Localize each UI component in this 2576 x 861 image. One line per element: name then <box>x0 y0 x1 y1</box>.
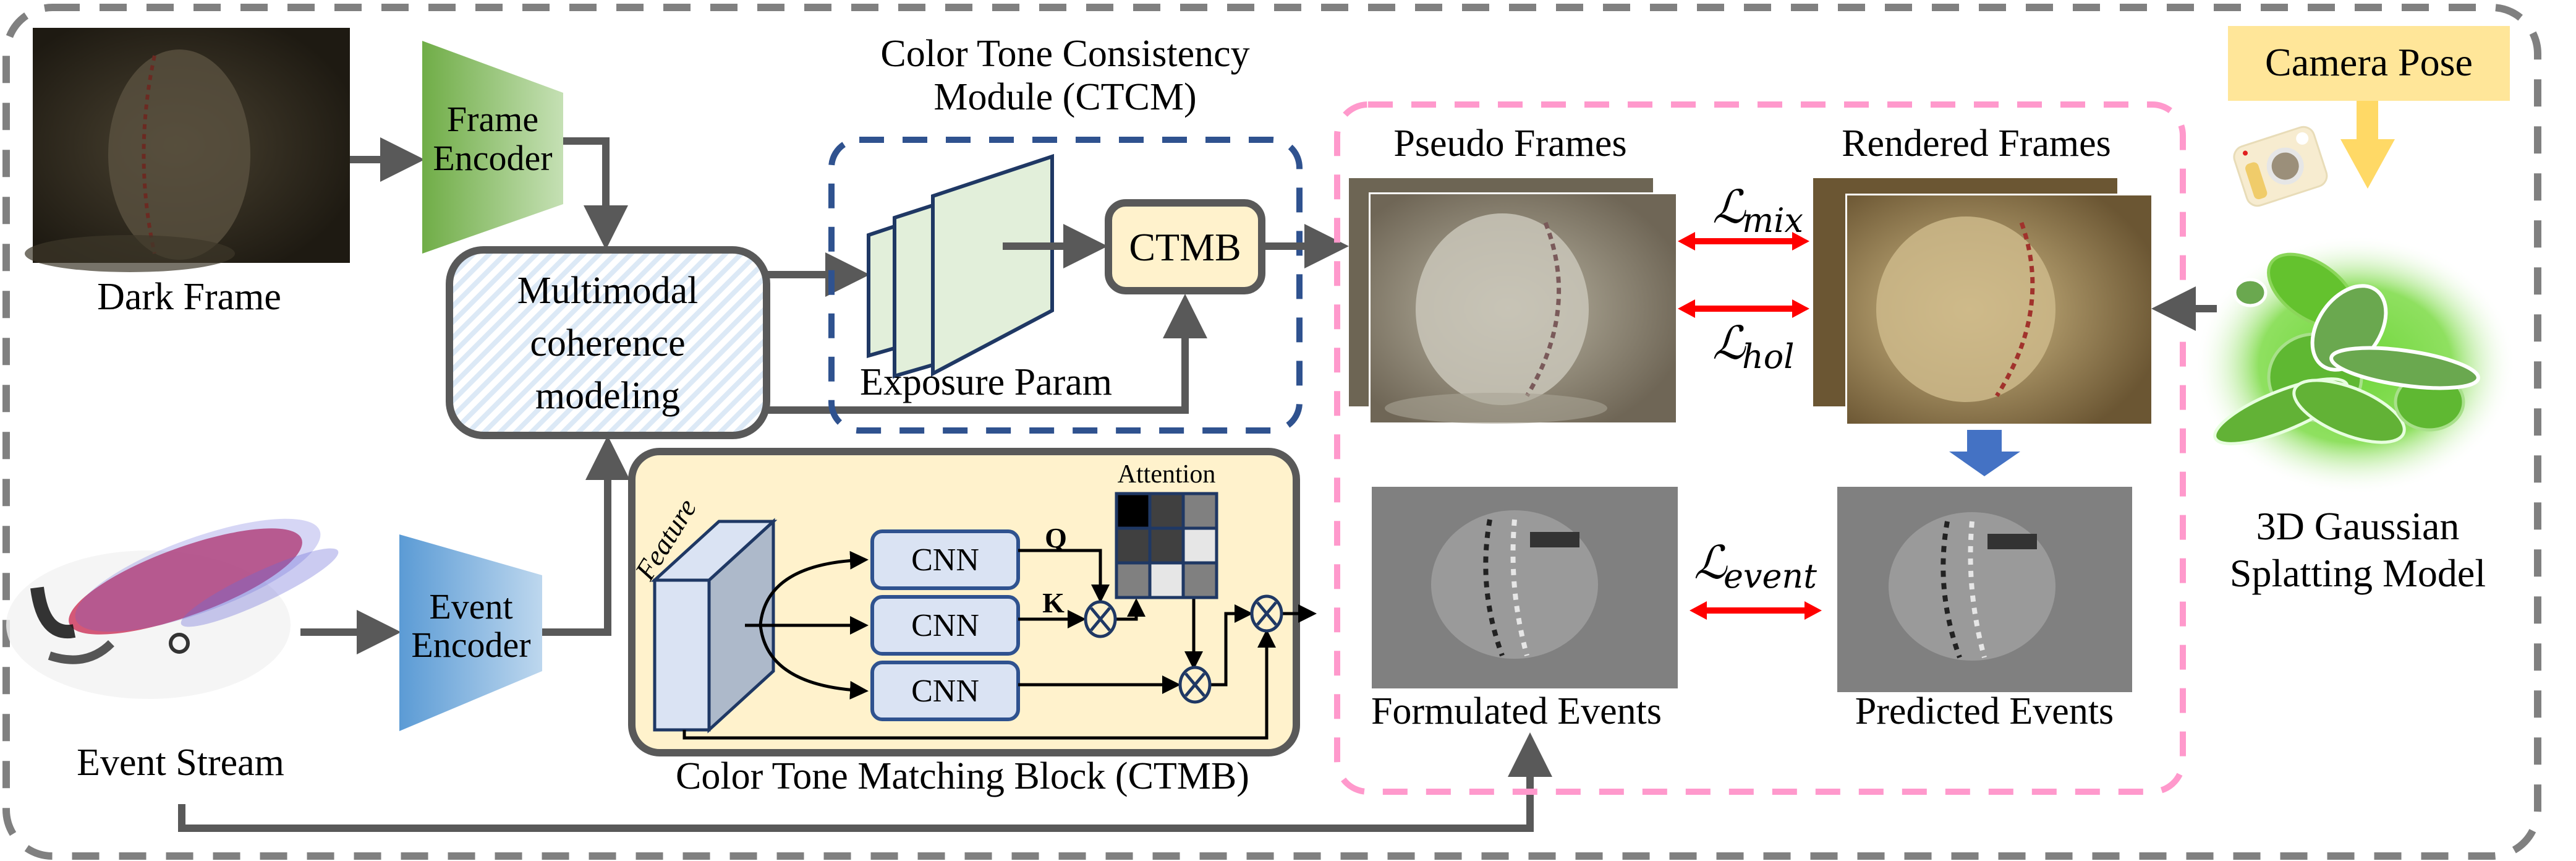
loss-event: ℒ event <box>1690 536 1822 620</box>
camera-pose-label: Camera Pose <box>2265 40 2473 84</box>
loss-hol-arrow <box>1678 299 1809 318</box>
arrow-event-stream-to-formulated <box>178 732 1552 832</box>
ctmb-caption: Color Tone Matching Block (CTMB) <box>676 755 1249 797</box>
attention-label: Attention <box>1118 460 1216 489</box>
arrow-frame-encoder-to-mcm <box>563 137 628 250</box>
cnn-box-q <box>870 529 1020 590</box>
loss-event-arrow <box>1690 601 1822 620</box>
arrow-mcm-to-ctmb <box>767 294 1207 414</box>
feature-map-2 <box>893 202 935 379</box>
cnn-label-q: CNN <box>911 542 979 578</box>
attention-cell <box>1148 492 1185 530</box>
ctmb-small-label: CTMB <box>1129 225 1241 269</box>
predicted-events: Predicted Events <box>1837 487 2132 732</box>
event-stream-input: Event Stream <box>6 518 339 784</box>
ctcm-dashed-frame <box>828 137 1303 434</box>
cnn-box-k <box>870 595 1020 656</box>
multiply-icon-2 <box>1178 666 1212 704</box>
multimodal-coherence-box: Multimodal coherence modeling <box>446 246 770 439</box>
gaussian-label-2: Splatting Model <box>2230 551 2486 595</box>
attention-cell <box>1148 561 1185 599</box>
k-label: K <box>1042 587 1065 619</box>
arrow-q-to-mult <box>1018 549 1110 603</box>
loss-mix-symbol: ℒ <box>1712 181 1746 234</box>
arrow-mult-to-attention <box>1116 598 1146 621</box>
cnn-label-v: CNN <box>911 674 979 709</box>
frame-encoder: Frame Encoder <box>422 41 563 254</box>
exposure-param-label: Exposure Param <box>860 361 1112 403</box>
pseudo-frames-label: Pseudo Frames <box>1393 122 1626 165</box>
dark-frame-input: Dark Frame <box>25 28 350 318</box>
loss-event-sub: event <box>1724 557 1817 596</box>
cnn-box-v <box>870 661 1020 721</box>
arrow-mult2-to-mult3 <box>1210 604 1253 687</box>
render-to-events-arrow <box>1949 430 2020 476</box>
outer-dashed-frame <box>2 4 2541 860</box>
pseudo-frames-stack <box>1349 178 1678 424</box>
arrow-event-encoder-to-mcm <box>542 435 630 636</box>
loss-hol: ℒ hol <box>1678 299 1809 376</box>
loss-hol-symbol: ℒ <box>1712 317 1746 370</box>
rendered-frames-stack <box>1813 178 2153 425</box>
frame-encoder-label-2: Encoder <box>433 138 552 178</box>
camera-pose-box <box>2228 26 2510 101</box>
predicted-events-label: Predicted Events <box>1855 690 2114 732</box>
gaussian-label-1: 3D Gaussian <box>2256 504 2460 548</box>
dark-frame-label: Dark Frame <box>97 276 281 318</box>
event-encoder-trapezoid <box>399 534 542 731</box>
multimodal-label-1: Multimodal <box>517 270 699 312</box>
attention-cell <box>1115 492 1152 530</box>
frame-encoder-label-1: Frame <box>447 99 538 139</box>
event-encoder: Event Encoder <box>399 534 542 731</box>
gaussian-splatting-model: Camera Pose 3D Gaussian Splatting Model <box>2195 26 2516 595</box>
ctcm-title-2: Module (CTCM) <box>933 76 1196 118</box>
arrow-feature-to-cnn-3 <box>759 624 869 700</box>
loss-mix-arrow <box>1678 232 1809 251</box>
multiply-icon-3 <box>1250 594 1283 633</box>
ctcm-title-1: Color Tone Consistency <box>880 33 1249 75</box>
camera-pose-arrow <box>2340 101 2395 189</box>
baseball-icon <box>108 49 250 260</box>
attention-matrix <box>1115 492 1218 599</box>
multimodal-label-3: modeling <box>535 375 680 417</box>
feature-map-3 <box>931 153 1054 377</box>
arrow-residual <box>682 629 1276 740</box>
loss-hol-sub: hol <box>1742 337 1795 376</box>
ctcm-module: Color Tone Consistency Module (CTCM) CTM… <box>828 33 1303 434</box>
gaussian-ellipsoids-icon <box>2213 252 2480 445</box>
attention-cell <box>1148 526 1185 565</box>
camera-icon <box>2233 126 2328 207</box>
loss-event-symbol: ℒ <box>1694 536 1728 589</box>
loss-mix: ℒ mix <box>1678 181 1809 251</box>
event-encoder-label-1: Event <box>429 586 512 627</box>
frame-encoder-trapezoid <box>422 41 563 254</box>
event-encoder-label-2: Encoder <box>411 625 530 665</box>
attention-cell <box>1115 526 1152 565</box>
formulated-events: Formulated Events <box>1371 487 1678 732</box>
attention-cell <box>1181 561 1218 599</box>
cnn-label-k: CNN <box>911 608 979 643</box>
event-stream-label: Event Stream <box>77 742 284 784</box>
multiply-icon-1 <box>1084 600 1117 638</box>
formulated-events-label: Formulated Events <box>1371 690 1662 732</box>
attention-cell <box>1181 526 1218 565</box>
attention-cell <box>1115 561 1152 599</box>
ctmb-block: Feature CNN CNN CNN Q K <box>628 448 1317 797</box>
supervision-dashed-frame <box>1334 101 2186 795</box>
feature-cube-front <box>653 578 711 732</box>
rendered-frames-label: Rendered Frames <box>1842 122 2111 165</box>
event-stream-image <box>6 518 339 699</box>
attention-cell <box>1181 492 1218 530</box>
arrow-feature-to-cnn-1 <box>759 550 869 625</box>
multimodal-label-2: coherence <box>530 322 685 364</box>
feature-map-1 <box>867 223 896 358</box>
q-label: Q <box>1045 522 1067 554</box>
